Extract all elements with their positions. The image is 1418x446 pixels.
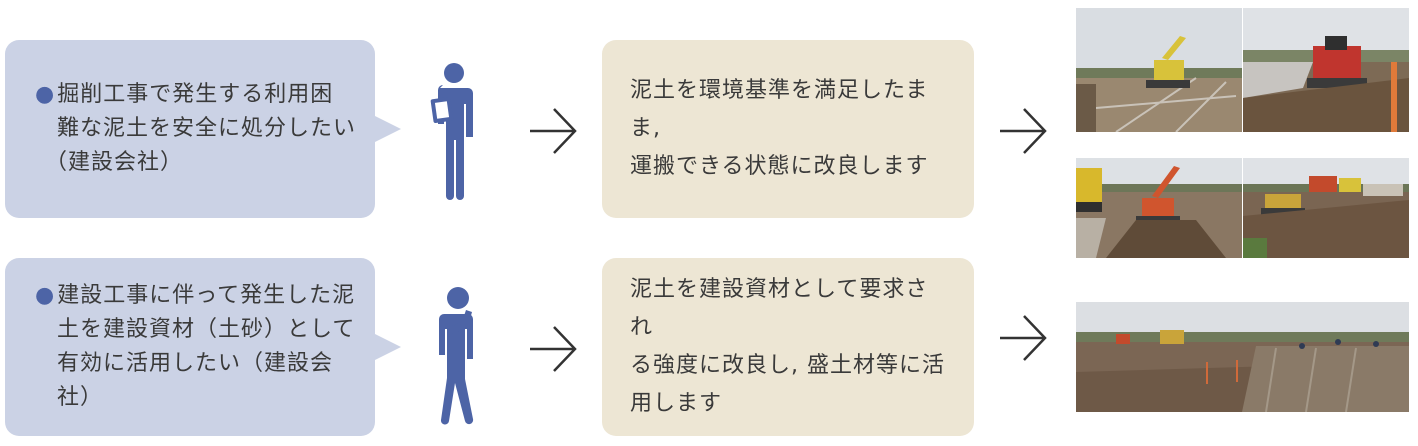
bullet-icon: ●	[35, 283, 56, 308]
solution-line: 泥土を環境基準を満足したまま,	[630, 78, 929, 141]
need-bubble-1: ●掘削工事で発生する利用困 難な泥土を安全に処分したい （建設会社）	[5, 40, 401, 218]
person-holding-document-icon	[430, 63, 473, 200]
need-line: 土を建設資材（土砂）として	[57, 317, 356, 342]
need-line: 社）	[57, 385, 104, 410]
solution-line: 用します	[630, 391, 723, 416]
need-line: 有効に活用したい（建設会	[57, 351, 334, 376]
arrow-right-icon	[1000, 108, 1047, 154]
excavator-dump-truck-photo	[1076, 158, 1242, 258]
solution-box-2: 泥土を建設資材として要求され る強度に改良し, 盛土材等に活 用します	[602, 258, 974, 436]
solution-line: 運搬できる状態に改良します	[630, 154, 929, 179]
arrow-right-icon	[1000, 315, 1047, 361]
person-thinking-icon	[439, 287, 474, 425]
solution-line: る強度に改良し, 盛土材等に活	[630, 353, 945, 378]
bulldozer-site-photo	[1243, 158, 1409, 258]
arrow-right-icon	[530, 326, 577, 372]
need-bubble-2: ●建設工事に伴って発生した泥 土を建設資材（土砂）として 有効に活用したい（建設…	[5, 258, 401, 436]
bullet-icon: ●	[35, 82, 56, 107]
fill-embankment-photo	[1076, 302, 1409, 412]
arrow-right-icon	[530, 108, 577, 154]
soil-mixer-photo	[1243, 8, 1409, 132]
need-line: （建設会社）	[45, 150, 184, 175]
solution-line: 泥土を建設資材として要求され	[630, 277, 929, 340]
solution-box-1: 泥土を環境基準を満足したまま, 運搬できる状態に改良します	[602, 40, 974, 218]
need-line: 建設工事に伴って発生した泥	[57, 283, 356, 308]
need-line: 難な泥土を安全に処分したい	[57, 116, 357, 141]
excavator-site-photo	[1076, 8, 1242, 132]
need-line: 掘削工事で発生する利用困	[57, 82, 334, 107]
